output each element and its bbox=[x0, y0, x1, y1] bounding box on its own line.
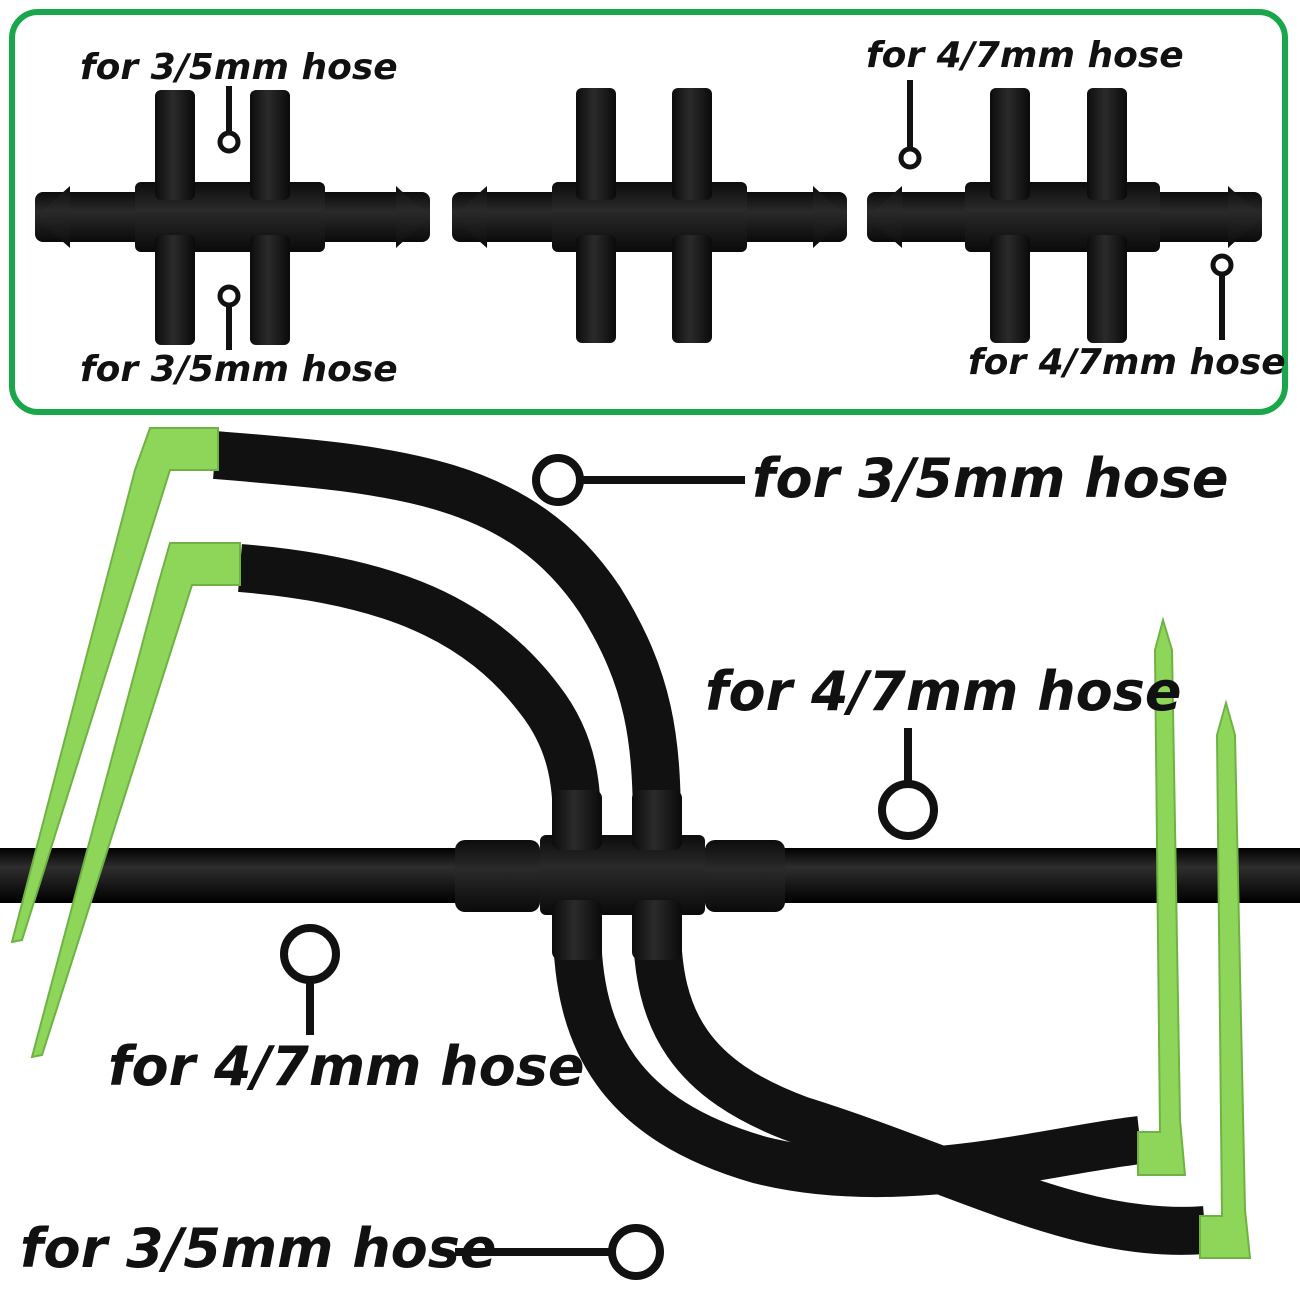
scene-label-bottom: for 3/5mm hose bbox=[20, 1217, 497, 1280]
fitting-middle bbox=[452, 88, 847, 343]
scene-callouts bbox=[280, 454, 938, 1280]
center-connector bbox=[455, 790, 785, 960]
branch-hoses bbox=[213, 431, 1207, 1255]
fitting-left bbox=[35, 90, 430, 345]
scene-label-top: for 3/5mm hose bbox=[752, 447, 1229, 510]
panel-label-bottom-right: for 4/7mm hose bbox=[968, 342, 1286, 383]
panel-label-top-left: for 3/5mm hose bbox=[80, 47, 398, 88]
panel-label-bottom-left: for 3/5mm hose bbox=[80, 349, 398, 390]
scene-label-right: for 4/7mm hose bbox=[705, 660, 1182, 723]
scene-label-left: for 4/7mm hose bbox=[108, 1035, 585, 1098]
stake-right-2 bbox=[1199, 699, 1252, 1259]
stake-left-1 bbox=[10, 427, 219, 944]
panel-label-top-right: for 4/7mm hose bbox=[866, 35, 1184, 76]
panel-callouts bbox=[217, 80, 1234, 350]
fitting-right bbox=[867, 88, 1262, 343]
stake-right-1 bbox=[1137, 616, 1187, 1176]
stake-left-2 bbox=[30, 542, 241, 1059]
